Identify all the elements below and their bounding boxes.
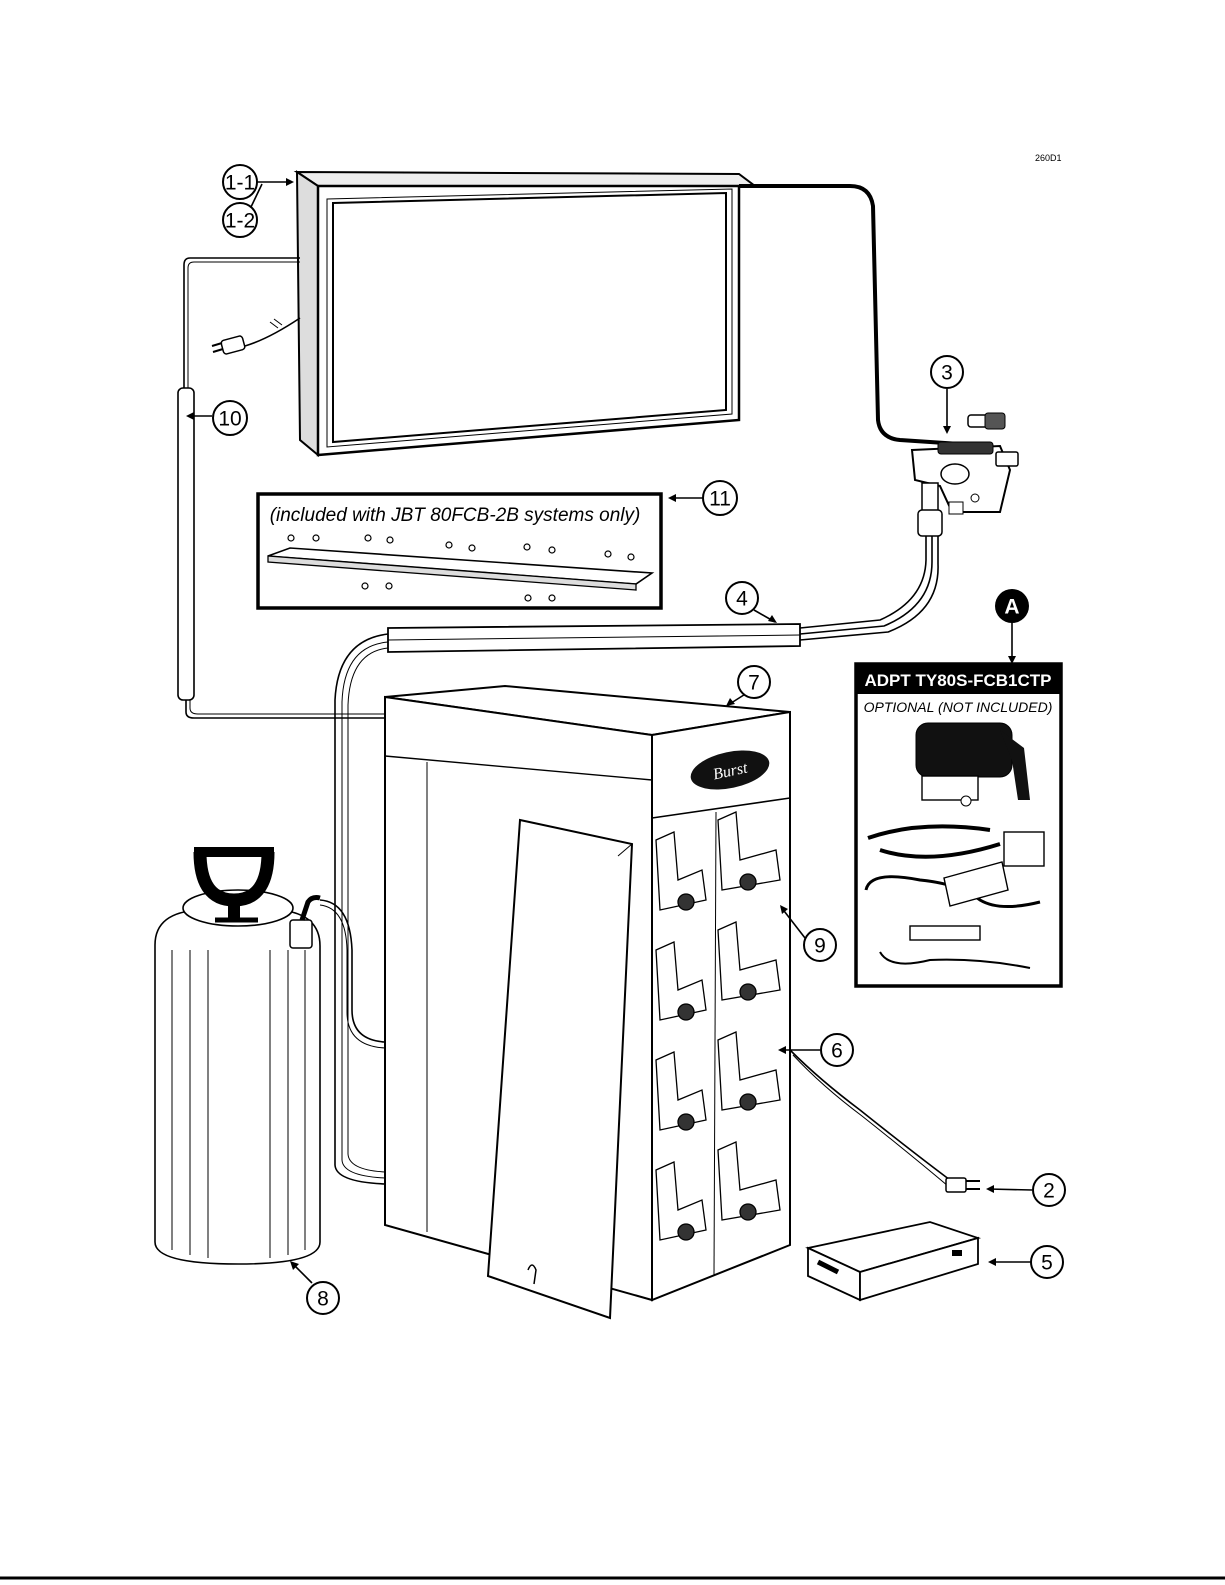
callout-7: 7	[738, 666, 770, 698]
adapter-kit-subtitle: OPTIONAL (NOT INCLUDED)	[864, 699, 1053, 715]
remote-case	[808, 1222, 978, 1300]
cabinet-power-cord	[790, 1050, 980, 1192]
drawing-number: 260D1	[1035, 153, 1062, 163]
valve-assembly	[912, 413, 1018, 536]
svg-text:8: 8	[317, 1288, 329, 1311]
svg-text:10: 10	[218, 408, 241, 431]
svg-text:1-1: 1-1	[225, 172, 255, 195]
slot-connector	[678, 1004, 694, 1020]
callout-6: 6	[821, 1034, 853, 1066]
slot-connector	[678, 1224, 694, 1240]
callout-2: 2	[1033, 1174, 1065, 1206]
callout-5: 5	[1031, 1246, 1063, 1278]
slot-connector	[740, 1094, 756, 1110]
callout-9: 9	[804, 929, 836, 961]
callout-8: 8	[307, 1282, 339, 1314]
water-tank	[155, 852, 385, 1264]
svg-text:9: 9	[814, 935, 826, 958]
slot-connector	[740, 1204, 756, 1220]
bracket-kit-box: (included with JBT 80FCB-2B systems only…	[258, 494, 661, 608]
callout-3: 3	[931, 356, 963, 388]
manifold-hoses	[335, 634, 388, 1184]
monitor-power-cord	[212, 318, 300, 355]
svg-text:7: 7	[748, 672, 760, 695]
svg-text:4: 4	[736, 588, 748, 611]
slot-connector	[740, 874, 756, 890]
svg-text:3: 3	[941, 362, 953, 385]
video-cable	[739, 186, 960, 444]
svg-text:11: 11	[709, 488, 731, 511]
adapter-kit-box: ADPT TY80S-FCB1CTP OPTIONAL (NOT INCLUDE…	[856, 664, 1061, 986]
callout-1-2: 1-2	[223, 203, 257, 237]
callout-10: 10	[213, 401, 247, 435]
manifold	[388, 624, 800, 652]
slot-connector	[678, 1114, 694, 1130]
valve-hoses	[800, 536, 938, 640]
callout-1-1: 1-1	[223, 165, 257, 199]
monitor	[297, 172, 755, 455]
slot-connector	[678, 894, 694, 910]
adapter-kit-title: ADPT TY80S-FCB1CTP	[864, 671, 1051, 690]
svg-text:6: 6	[831, 1040, 843, 1063]
svg-text:2: 2	[1043, 1180, 1055, 1203]
callout-4: 4	[726, 582, 758, 614]
svg-text:5: 5	[1041, 1252, 1053, 1275]
svg-text:1-2: 1-2	[225, 210, 255, 233]
slot-connector	[740, 984, 756, 1000]
bracket-kit-caption: (included with JBT 80FCB-2B systems only…	[270, 505, 641, 526]
svg-text:A: A	[1004, 596, 1019, 619]
callout-11: 11	[703, 481, 737, 515]
callout-A: A	[995, 589, 1029, 623]
